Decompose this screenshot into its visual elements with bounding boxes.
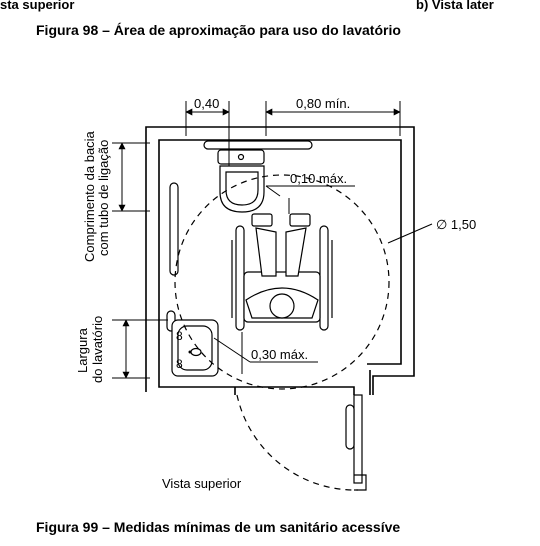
- door-swing-arc: [236, 394, 359, 491]
- sink-drain: [190, 347, 202, 357]
- dim-0-80-min-label: 0,80 mín.: [296, 96, 350, 111]
- legs: [255, 227, 307, 277]
- circle-diameter-label: ∅ 1,50: [436, 217, 476, 232]
- grab-bars: [169, 140, 313, 276]
- door-leaf: [353, 394, 363, 484]
- sink-gap-dimension: [213, 332, 318, 374]
- wheelchair-user-icon: [231, 213, 333, 331]
- dim-0-30-max-label: 0,30 máx.: [251, 347, 308, 362]
- toilet-icon: [217, 149, 265, 213]
- wheel-left: [235, 225, 245, 331]
- wheel-right: [319, 225, 329, 331]
- door-handle: [345, 404, 355, 450]
- figure-98-caption: Figura 98 – Área de aproximação para uso…: [36, 22, 401, 38]
- rear-grab-bar: [203, 140, 313, 150]
- toilet-seat: [225, 171, 259, 206]
- door: [236, 394, 367, 491]
- figure-99-caption: Figura 99 – Medidas mínimas de um sanitá…: [36, 519, 401, 535]
- top-dimensions: [185, 101, 401, 166]
- side-grab-bar: [169, 182, 179, 276]
- toilet-length-label-line1: Comprimento da bacia: [82, 130, 97, 262]
- faucet-mark-top: 8: [176, 329, 183, 343]
- dim-0-40-label: 0,40: [194, 96, 219, 111]
- left-dimensions: [112, 142, 168, 379]
- outer-wall: [145, 126, 415, 395]
- footrest-right: [289, 213, 311, 227]
- toilet-flush-button: [237, 153, 245, 161]
- inner-wall: [158, 139, 402, 395]
- door-hinge: [354, 474, 367, 491]
- view-label: Vista superior: [162, 476, 242, 491]
- sink-width-label-line2: do lavatório: [90, 316, 105, 383]
- diameter-leader: [387, 223, 433, 244]
- sink-width-label-line1: Largura: [75, 327, 90, 373]
- head: [269, 293, 295, 319]
- turning-circle: [174, 174, 390, 390]
- walls: [145, 126, 415, 395]
- toilet-length-label-line2: com tubo de ligação: [96, 140, 111, 256]
- previous-figure-caption-left: sta superior: [0, 0, 75, 12]
- footrest-left: [251, 213, 273, 227]
- faucet-mark-bottom: 8: [176, 357, 183, 371]
- previous-figure-caption-right: b) Vista later: [416, 0, 494, 12]
- sink-icon: 8 8: [166, 310, 219, 377]
- dim-0-10-max-label: 0,10 máx.: [290, 171, 347, 186]
- toilet-gap-dimension: [265, 185, 355, 214]
